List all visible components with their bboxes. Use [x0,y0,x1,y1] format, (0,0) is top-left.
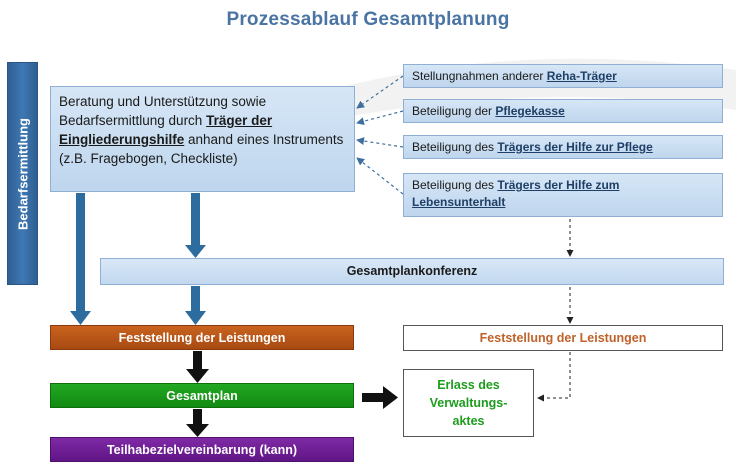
gesamtplankonferenz-box: Gesamtplankonferenz [100,258,724,285]
dashed-arrow-hilfe-pflege [356,137,404,148]
blue-arrow-left [70,193,91,325]
verwaltungsakt-box: Erlass des Verwaltungs- aktes [403,369,534,437]
dashed-arrow-lebensunterhalt [356,157,404,195]
beratung-box: Beratung und Unterstützung sowie Bedarfs… [50,86,355,192]
decree-line-3: aktes [452,414,485,428]
bedarfsermittlung-label: Bedarfsermittlung [15,117,30,230]
decree-line-2: Verwaltungs- [429,396,508,410]
teilhabezielvereinbarung-step: Teilhabezielvereinbarung (kann) [50,437,354,462]
bedarfsermittlung-bar: Bedarfsermittlung [7,62,38,285]
dashed-arrow-pflegekasse [356,110,404,126]
beratung-text-before: Beratung und Unterstützung sowie Bedarfs… [59,94,267,128]
black-arrow-to-gesamtplan [186,351,209,383]
dashed-arrow-reha [356,75,404,109]
blue-arrow-middle-lower [185,286,206,325]
feststellung-leistungen-step: Feststellung der Leistungen [50,325,354,350]
dashed-connector-to-verwaltungsakt [537,352,571,402]
participant-prefix: Beteiligung der [412,104,496,118]
decree-line-1: Erlass des [437,378,500,392]
participant-prefix: Beteiligung des [412,140,498,154]
participant-prefix: Beteiligung des [412,178,498,192]
participant-hilfe-zur-pflege: Beteiligung des Trägers der Hilfe zur Pf… [403,135,723,159]
participant-hilfe-lebensunterhalt: Beteiligung des Trägers der Hilfe zum Le… [403,173,723,217]
page-title: Prozessablauf Gesamtplanung [226,9,510,30]
participant-name: Pflegekasse [495,104,565,118]
blue-arrow-middle-upper [185,193,206,258]
beratung-text-after: anhand eines Instruments (z.B. Frageboge… [59,132,344,166]
gesamtplan-step: Gesamtplan [50,383,354,408]
black-arrow-to-teilhabe [186,409,209,437]
participant-reha-traeger: Stellungnahmen anderer Reha-Träger [403,64,723,88]
feststellung-leistungen-right-box: Feststellung der Leistungen [403,325,723,351]
participant-name: Trägers der Hilfe zur Pflege [497,140,653,154]
participant-prefix: Stellungnahmen anderer [412,69,547,83]
participant-pflegekasse: Beteiligung der Pflegekasse [403,99,723,123]
participant-name: Reha-Träger [546,69,617,83]
traeger-eingliederungshilfe-link: Träger der Eingliederungshilfe [59,113,273,147]
participant-name: Trägers der Hilfe zum Lebensunterhalt [412,178,620,209]
black-arrow-to-verwaltungsakt [362,386,398,409]
